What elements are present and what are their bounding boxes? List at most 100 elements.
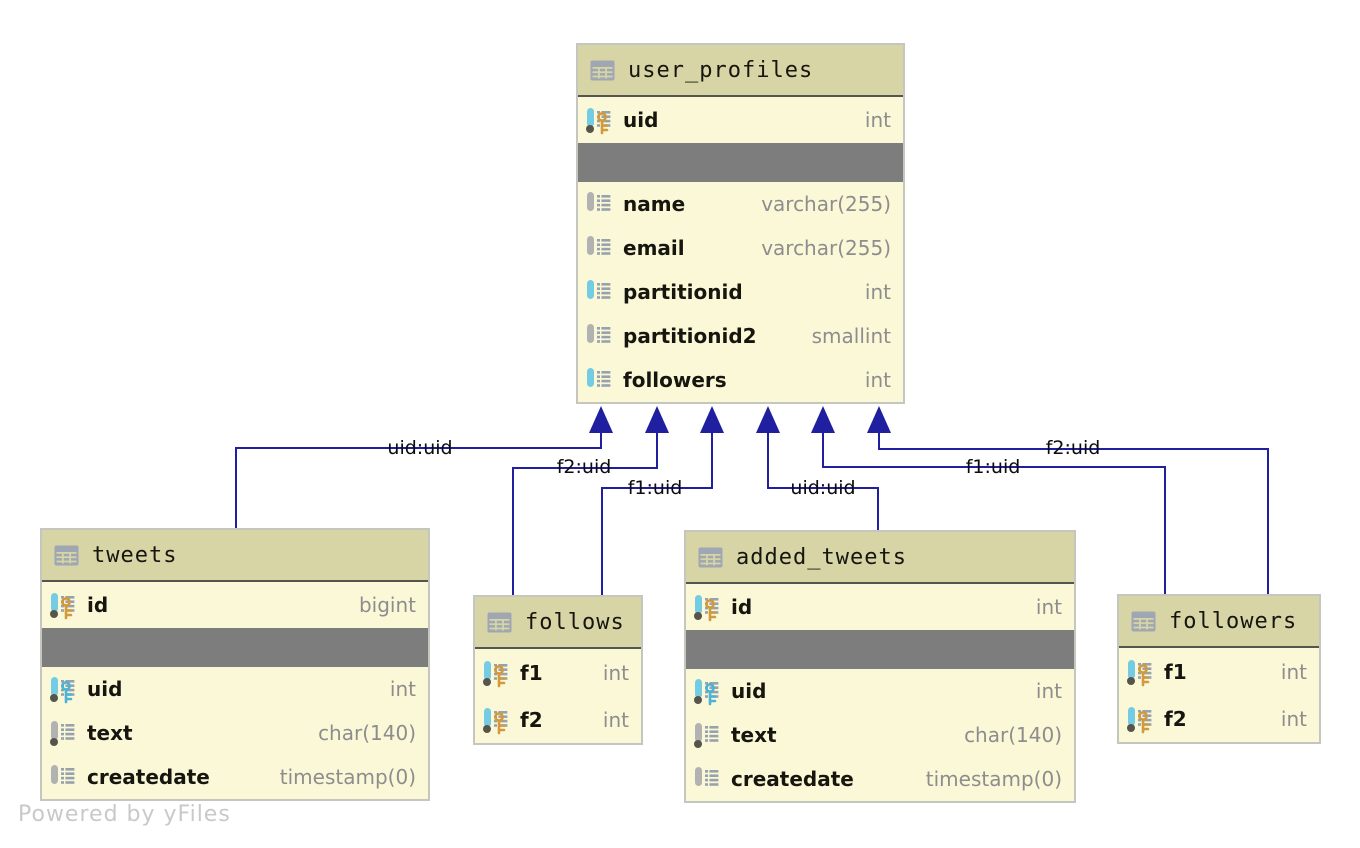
column-icon — [586, 189, 616, 219]
column-icon — [586, 365, 616, 395]
column-type: int — [864, 108, 891, 132]
key-icon — [702, 683, 719, 707]
table-row[interactable]: createdate timestamp(0) — [42, 755, 428, 799]
edge-label[interactable]: uid:uid — [790, 477, 856, 499]
arrowhead-icon — [811, 406, 835, 433]
notnull-dot-icon — [694, 740, 702, 748]
table-icon — [590, 60, 615, 81]
table-title: tweets — [92, 542, 178, 568]
table-row[interactable]: f2 int — [475, 696, 641, 743]
column-type: char(140) — [964, 723, 1062, 747]
column-type: int — [864, 280, 891, 304]
column-icon — [586, 105, 616, 135]
column-bar-icon — [695, 595, 702, 614]
notnull-dot-icon — [586, 125, 594, 133]
table-row[interactable]: uid int — [42, 667, 428, 711]
table-icon — [1131, 611, 1156, 632]
column-type: int — [1280, 706, 1307, 731]
column-bar-icon — [695, 679, 702, 698]
column-bar-icon — [484, 660, 491, 680]
key-icon — [702, 599, 719, 623]
table-icon — [54, 545, 79, 566]
notnull-dot-icon — [50, 738, 58, 746]
table-row[interactable]: email varchar(255) — [578, 226, 903, 270]
column-icon — [586, 233, 616, 263]
column-icon — [694, 676, 724, 706]
table-row[interactable]: text char(140) — [42, 711, 428, 755]
notnull-dot-icon — [1127, 676, 1135, 685]
column-icon — [694, 720, 724, 750]
table-title: follows — [525, 609, 625, 635]
column-name: followers — [623, 368, 727, 392]
table-row[interactable]: uid int — [578, 97, 903, 143]
table-node-follows[interactable]: follows f1 int f2 int — [473, 595, 643, 745]
table-row[interactable]: id int — [686, 584, 1074, 630]
table-row[interactable]: id bigint — [42, 582, 428, 628]
table-header[interactable]: follows — [475, 597, 641, 649]
column-bar-icon — [587, 280, 594, 299]
table-row[interactable]: createdate timestamp(0) — [686, 757, 1074, 801]
column-type: smallint — [811, 324, 891, 348]
edge-label[interactable]: f2:uid — [556, 456, 612, 478]
column-grid-icon — [597, 326, 611, 343]
key-icon — [58, 597, 75, 621]
table-row[interactable]: f2 int — [1119, 695, 1319, 742]
column-icon — [483, 705, 513, 735]
table-row[interactable]: f1 int — [1119, 648, 1319, 695]
yfiles-watermark: Powered by yFiles — [18, 802, 231, 827]
notnull-dot-icon — [1127, 723, 1135, 732]
column-icon — [694, 764, 724, 794]
table-row[interactable]: text char(140) — [686, 713, 1074, 757]
column-type: int — [864, 368, 891, 392]
arrowhead-icon — [867, 406, 891, 433]
column-bar-icon — [587, 236, 594, 255]
table-node-user-profiles[interactable]: user_profiles uid int name varchar(255) — [576, 43, 905, 404]
edge-added-tweets-to-user-profiles[interactable] — [756, 406, 879, 530]
table-header[interactable]: followers — [1119, 596, 1319, 648]
column-bar-icon — [51, 765, 58, 784]
table-row[interactable]: partitionid2 smallint — [578, 314, 903, 358]
column-icon — [50, 590, 80, 620]
table-row[interactable]: partitionid int — [578, 270, 903, 314]
arrowhead-icon — [756, 406, 780, 433]
table-row[interactable]: name varchar(255) — [578, 182, 903, 226]
column-icon — [50, 718, 80, 748]
table-node-tweets[interactable]: tweets id bigint uid int — [40, 528, 430, 801]
column-bar-icon — [695, 723, 702, 742]
edge-follows-f2-to-user-profiles[interactable] — [512, 406, 669, 595]
table-row[interactable]: uid int — [686, 669, 1074, 713]
table-header[interactable]: added_tweets — [686, 532, 1074, 584]
key-icon — [1135, 663, 1152, 688]
edge-label[interactable]: f1:uid — [965, 456, 1021, 478]
column-bar-icon — [587, 324, 594, 343]
table-header[interactable]: tweets — [42, 530, 428, 582]
column-grid-icon — [597, 238, 611, 255]
column-bar-icon — [51, 593, 58, 612]
edge-label[interactable]: f1:uid — [627, 477, 683, 499]
table-icon — [698, 547, 723, 568]
column-grid-icon — [61, 723, 75, 740]
table-header[interactable]: user_profiles — [578, 45, 903, 97]
notnull-dot-icon — [483, 724, 491, 733]
arrowhead-icon — [589, 406, 613, 433]
column-type: int — [602, 707, 629, 732]
edge-label[interactable]: uid:uid — [387, 437, 453, 459]
edge-label[interactable]: f2:uid — [1045, 437, 1101, 459]
key-icon — [491, 711, 508, 736]
column-grid-icon — [597, 194, 611, 211]
table-row[interactable]: f1 int — [475, 649, 641, 696]
key-icon — [58, 681, 75, 705]
column-name: text — [731, 723, 777, 747]
table-node-added-tweets[interactable]: added_tweets id int uid int — [684, 530, 1076, 803]
table-row[interactable]: followers int — [578, 358, 903, 402]
key-icon — [594, 112, 611, 136]
table-node-followers[interactable]: followers f1 int f2 int — [1117, 594, 1321, 744]
column-type: int — [602, 660, 629, 685]
column-icon — [483, 658, 513, 688]
column-bar-icon — [1128, 706, 1135, 726]
notnull-dot-icon — [694, 612, 702, 620]
table-title: added_tweets — [736, 544, 907, 570]
column-name: uid — [731, 679, 767, 703]
column-name: text — [87, 721, 133, 745]
